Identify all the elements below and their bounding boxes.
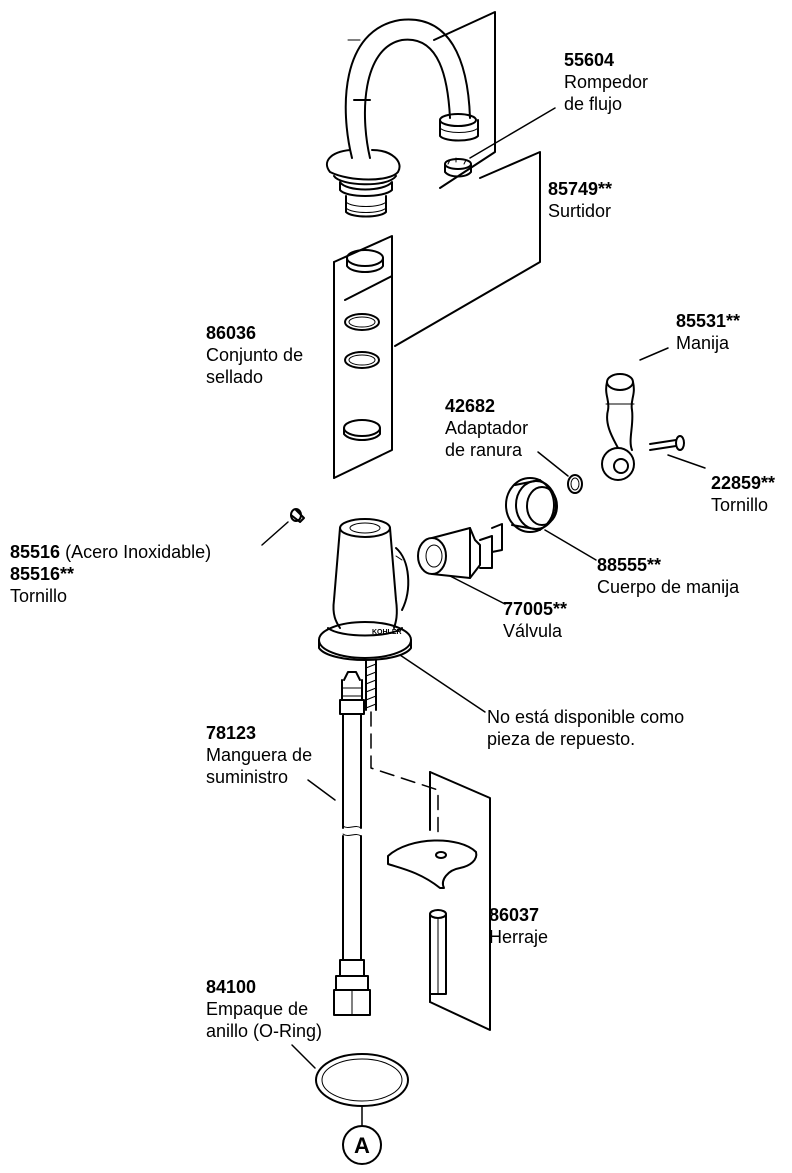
marker-letter: A: [354, 1133, 370, 1158]
handle-body: [505, 477, 597, 561]
hardware-bracket: [429, 771, 491, 1031]
label-77005: 77005** Válvula: [503, 599, 568, 641]
label-85531: 85531** Manija: [676, 311, 741, 353]
aerator: [444, 107, 556, 178]
adapter: [537, 451, 583, 494]
label-22859: 22859** Tornillo: [711, 473, 776, 515]
label-55604: 55604 Rompedor de flujo: [564, 50, 649, 114]
valve-cartridge: [417, 523, 506, 605]
mounting-stud: [365, 659, 439, 837]
hex-post: [429, 909, 447, 995]
label-86036: 86036 Conjunto de sellado: [206, 323, 304, 387]
label-85749: 85749** Surtidor: [548, 179, 613, 221]
body-screw: [261, 508, 305, 546]
spout-bracket: [394, 11, 541, 347]
supply-hose: [307, 671, 371, 1016]
body-brand: KOHLER: [372, 629, 402, 636]
handle-screw: [649, 435, 706, 469]
label-84100: 84100 Empaque de anillo (O-Ring): [206, 977, 323, 1041]
mounting-washer: [387, 839, 478, 889]
faucet-body: [318, 518, 486, 713]
label-not-available: No está disponible como pieza de repuest…: [487, 707, 685, 749]
label-86037: 86037 Herraje: [489, 905, 549, 947]
spout: [325, 18, 479, 218]
part-number: 55604: [564, 50, 615, 70]
label-85516: 85516 (Acero Inoxidable) 85516** Tornill…: [10, 542, 212, 606]
label-88555: 88555** Cuerpo de manija: [597, 555, 740, 597]
label-42682: 42682 Adaptador de ranura: [445, 396, 529, 460]
seal-kit-bracket: [333, 235, 393, 479]
label-78123: 78123 Manguera de suministro: [206, 723, 313, 787]
reference-circle: [342, 1125, 382, 1165]
handle: [601, 347, 669, 481]
o-ring: [291, 1044, 409, 1127]
seal-rings: [343, 249, 384, 441]
